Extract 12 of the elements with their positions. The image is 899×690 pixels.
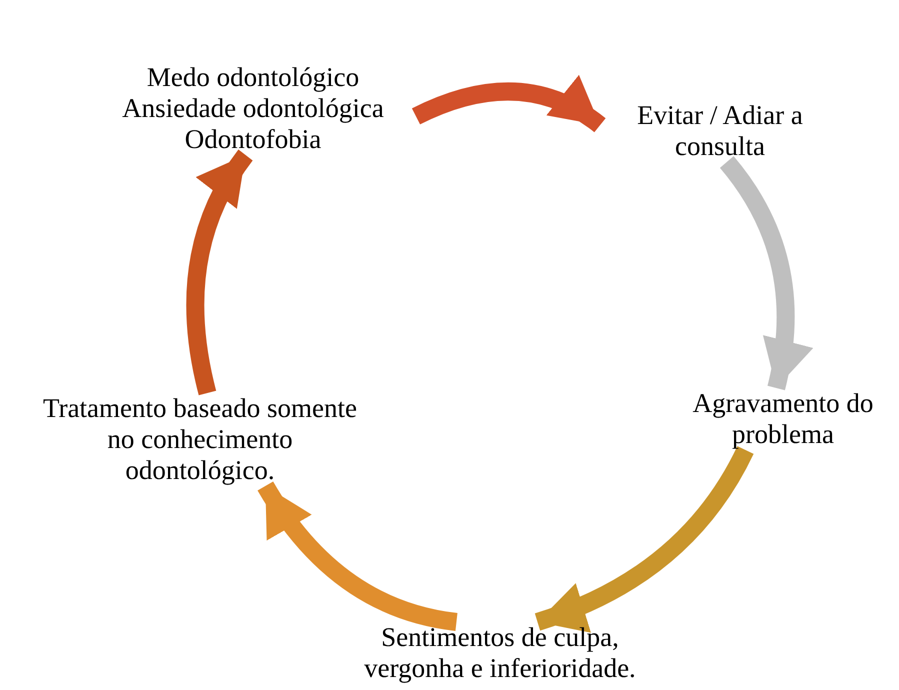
curved-arrow (720, 156, 812, 390)
node-text: Odontofobia (184, 124, 322, 155)
curved-arrow (186, 150, 253, 396)
node-text: Tratamento baseado somente no conhecimento odontológico. (42, 393, 358, 486)
node-text: Sentimentos de culpa, vergonha e inferioridade. (363, 622, 637, 684)
node-text: Agravamento do problema (692, 388, 874, 450)
node-text: Evitar / Adiar a consulta (636, 100, 804, 162)
curved-arrow (412, 76, 606, 132)
node-text: Medo odontológico (146, 62, 360, 93)
curved-arrow (258, 481, 458, 631)
node-text: Ansiedade odontológica (122, 93, 384, 124)
curved-arrow (534, 446, 754, 632)
